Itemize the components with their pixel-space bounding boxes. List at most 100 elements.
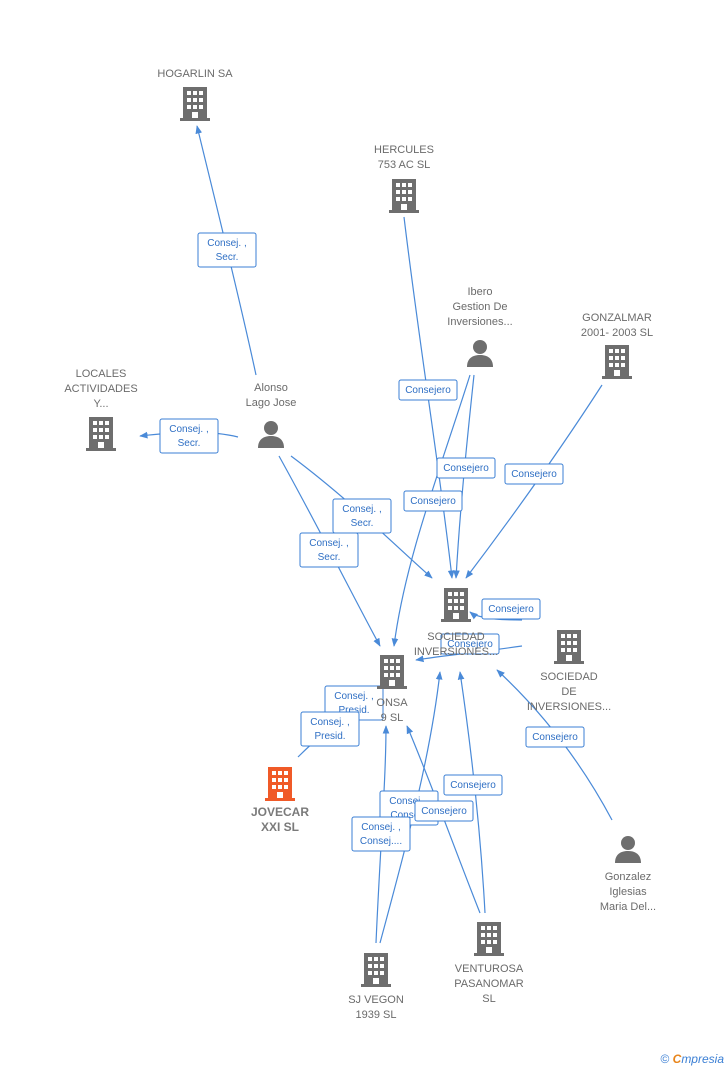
edge-label[interactable]: Consejero <box>440 633 500 655</box>
edge-label[interactable]: Consejero <box>436 457 496 479</box>
edge-label-text: Conse... <box>390 810 427 821</box>
edge-label-text: Consejero <box>410 496 456 507</box>
node-label: Maria Del... <box>600 901 656 913</box>
edge-label-text: Secr. <box>216 252 239 263</box>
node-label: PASANOMAR <box>454 978 524 990</box>
edge-label[interactable]: Consej. ,Secr. <box>197 232 257 268</box>
person-icon <box>615 836 641 863</box>
edge-label[interactable]: Consejero <box>525 726 585 748</box>
node-label: SOCIEDAD <box>540 671 598 683</box>
building-icon <box>361 953 391 987</box>
edge-label-box <box>159 418 219 454</box>
node-label: Alonso <box>254 382 288 394</box>
node-label: SJ VEGON <box>348 994 404 1006</box>
edge-label-text: Consej. , <box>169 424 208 435</box>
node-label: Iglesias <box>609 886 647 898</box>
edge-label-text: Presid. <box>338 705 369 716</box>
person-icon <box>467 340 493 367</box>
edge-label-box <box>197 232 257 268</box>
edge-label-text: Consej. , <box>334 691 373 702</box>
edge-label-text: Consejero <box>532 732 578 743</box>
edge-label-box <box>443 774 503 796</box>
node-label: DE <box>561 686 576 698</box>
nodes-layer: HOGARLIN SA HERCULES 753 AC SL IberoGestion… <box>64 68 656 1021</box>
node-label: SL <box>482 993 495 1005</box>
edge-label-box <box>300 711 360 747</box>
brand-name: mpresia <box>681 1052 724 1066</box>
node-label: Gonzalez <box>605 871 651 883</box>
edge-label[interactable]: Consejero <box>443 774 503 796</box>
node-label: GONZALMAR <box>582 312 652 324</box>
building-icon <box>389 179 419 213</box>
node-label: JOVECAR <box>251 805 309 819</box>
node-hercules[interactable]: HERCULES 753 AC SL <box>374 144 434 213</box>
node-label: INVERSIONES... <box>414 646 498 658</box>
edge-labels-layer: Consej. ,Secr.Consej. ,Secr.ConsejeroCon… <box>159 232 585 852</box>
node-label: VENTUROSA <box>455 963 524 975</box>
building-icon <box>602 345 632 379</box>
edge-label[interactable]: Consejero <box>398 379 458 401</box>
copyright-symbol: © <box>660 1052 670 1066</box>
edge-label-text: Secr. <box>178 438 201 449</box>
edge-label-text: Consejero <box>450 780 496 791</box>
node-label: Inversiones... <box>447 316 512 328</box>
node-label: INVERSIONES... <box>527 701 611 713</box>
building-icon <box>86 417 116 451</box>
edge-label-text: Consejero <box>421 806 467 817</box>
node-sociedad2[interactable]: SOCIEDAD DE INVERSIONES... <box>527 630 611 713</box>
edge-label[interactable]: Consejero <box>481 598 541 620</box>
edge-label[interactable]: Consejero <box>504 463 564 485</box>
relation-edge <box>403 216 455 579</box>
node-label: ACTIVIDADES <box>64 383 137 395</box>
building-icon <box>265 767 295 801</box>
node-label: 1939 SL <box>356 1009 397 1021</box>
edge-label-text: Consej. , <box>309 538 348 549</box>
edge-label-text: Consej. , <box>342 504 381 515</box>
edge-label[interactable]: Consej. , Presid. <box>300 711 360 747</box>
node-sjvegon[interactable]: SJ VEGON 1939 SL <box>348 953 404 1021</box>
building-icon <box>180 87 210 121</box>
edge-label-text: Consej. , <box>361 822 400 833</box>
edge-label[interactable]: Consej. , Consej.... <box>351 816 411 852</box>
node-label: XXI SL <box>261 820 299 834</box>
edge-label-text: Consejero <box>443 463 489 474</box>
node-venturosa[interactable]: VENTUROSA PASANOMAR SL <box>454 922 524 1005</box>
edge-label-text: Consej. , <box>389 796 428 807</box>
edge-label-box <box>414 800 474 822</box>
building-icon <box>554 630 584 664</box>
node-label: Lago Jose <box>246 397 297 409</box>
node-label: Ibero <box>467 286 492 298</box>
node-label: HERCULES <box>374 144 434 156</box>
node-hogarlin[interactable]: HOGARLIN SA <box>157 68 233 121</box>
edge-label[interactable]: Consejero <box>403 490 463 512</box>
node-locales[interactable]: LOCALESACTIVIDADESY... <box>64 368 138 451</box>
node-label: HOGARLIN SA <box>157 68 233 80</box>
edge-label[interactable]: Consej. , Secr. <box>332 498 392 534</box>
node-label: 753 AC SL <box>378 159 431 171</box>
edge-label-box <box>440 633 500 655</box>
edge-label[interactable]: Consej. , Secr. <box>159 418 219 454</box>
edge-label-text: Secr. <box>318 552 341 563</box>
edge-label[interactable]: Consejero <box>414 800 474 822</box>
person-icon <box>258 421 284 448</box>
edge-label-text: Secr. <box>351 518 374 529</box>
edge-label-text: Consejero <box>511 469 557 480</box>
node-sociedad1[interactable]: SOCIEDADINVERSIONES... <box>414 588 498 658</box>
building-icon <box>377 655 407 689</box>
edge-label[interactable]: Consej. , Secr. <box>299 532 359 568</box>
edge-label-box <box>398 379 458 401</box>
edge-label-text: Consej. , <box>310 717 349 728</box>
edge-label-box <box>332 498 392 534</box>
edge-label-text: Presid. <box>314 731 345 742</box>
edge-label-text: Consej.... <box>360 836 402 847</box>
edge-label-text: Consejero <box>405 385 451 396</box>
edge-label-box <box>525 726 585 748</box>
relation-edge <box>391 374 471 647</box>
